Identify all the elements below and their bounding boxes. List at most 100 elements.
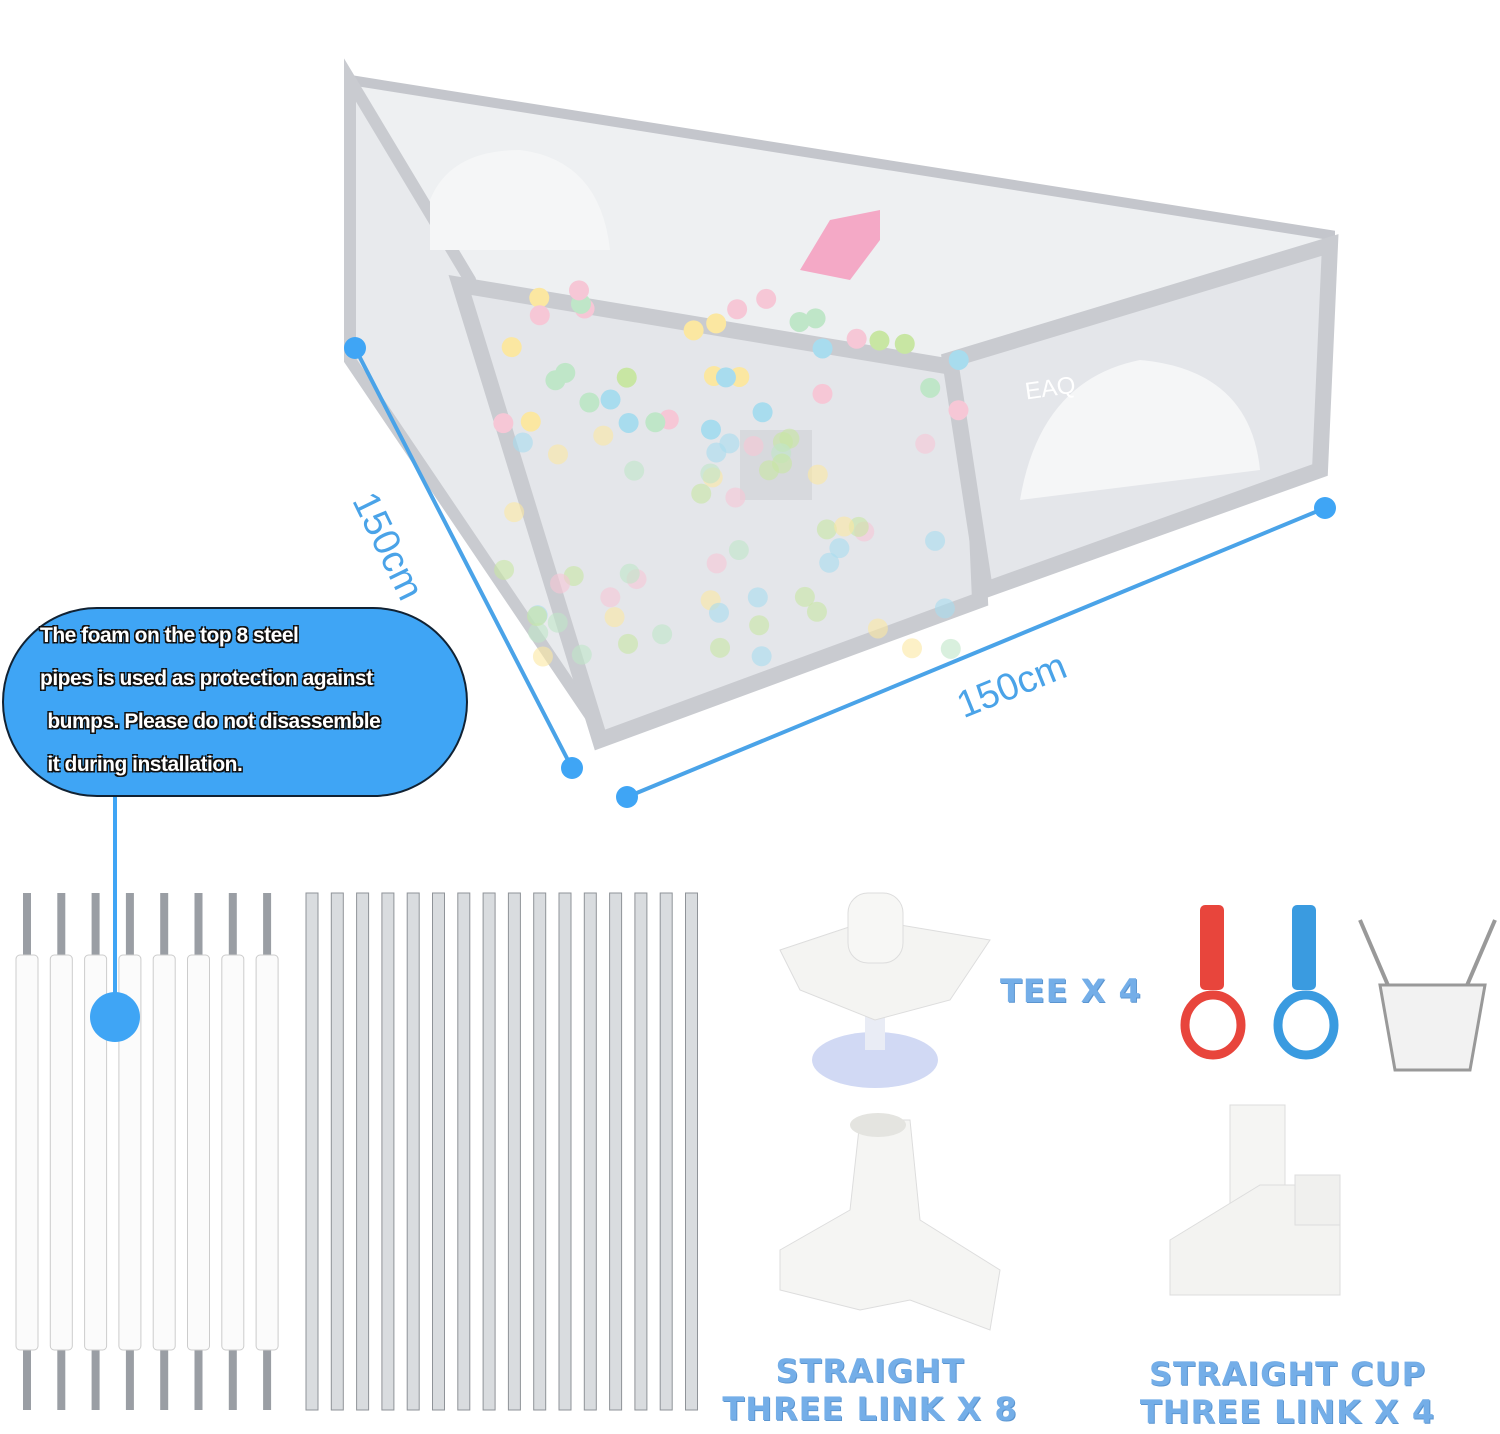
ball [807,464,828,485]
ball [812,383,833,404]
ball [547,444,568,465]
ball [520,411,541,432]
ball [948,400,969,421]
ball [652,624,673,645]
steel-pipe [381,892,395,1411]
foam-covered-pipe [49,954,73,1351]
ball [867,618,888,639]
ball [812,338,833,359]
ball [915,433,936,454]
ball [725,487,746,508]
ball [683,320,704,341]
straight-cup-three-link-label: STRAIGHT CUP THREE LINK X 4 [1115,1355,1460,1431]
ball [834,516,855,537]
ball [618,633,639,654]
foam-covered-pipe [15,954,39,1351]
ball [616,367,637,388]
steel-pipe [533,892,547,1411]
ball [728,540,749,561]
ball [749,615,770,636]
ball [532,646,553,667]
ball [719,433,740,454]
ball [494,559,515,580]
basket [1358,919,1497,1072]
foam-covered-pipe [152,954,176,1351]
ball [751,646,772,667]
label-line: STRAIGHT CUP [1148,1355,1427,1393]
ball [925,530,946,551]
straight-cup-three-link-connector [1169,1104,1341,1296]
steel-pipe [685,892,698,1411]
ball [624,460,645,481]
ball [920,377,941,398]
ball [709,602,730,623]
ball [493,413,514,434]
ball [771,453,792,474]
ball [794,586,815,607]
ball [600,389,621,410]
blue-pull-ring [1273,905,1339,1060]
ball [816,519,837,540]
label-line: THREE LINK X 4 [1139,1393,1436,1431]
note-line: bumps. Please do not disassemble [42,710,381,733]
ball [547,612,568,633]
note-line: The foam on the top 8 steel [40,624,299,647]
steel-pipe [457,892,471,1411]
foam-covered-pipe [84,954,108,1351]
pipes-group [15,892,698,1411]
dimension-dot [344,337,366,359]
ball [645,412,666,433]
ball [569,280,589,301]
ball [706,313,727,334]
steel-pipe [356,892,370,1411]
ball [691,483,712,504]
ball [604,607,625,628]
callout-dot [90,992,140,1042]
ball [529,287,550,308]
ball [727,299,748,320]
ball [829,538,850,559]
straight-three-link-label: STRAIGHT THREE LINK X 8 [700,1352,1040,1428]
steel-pipe [330,892,344,1411]
ball [710,637,731,658]
ball [600,587,621,608]
ball [806,601,827,622]
ball [805,308,826,329]
ball [846,328,867,349]
ball [819,552,840,573]
depth-dimension-line [353,347,574,769]
note-line: it during installation. [42,753,243,776]
ball [752,402,773,423]
steel-pipe [634,892,648,1411]
steel-pipe [432,892,445,1411]
red-pull-ring [1180,905,1246,1060]
steel-pipe [305,892,319,1411]
ball [715,367,736,388]
foam-covered-pipe [255,954,279,1351]
tee-label: TEE X 4 [1000,972,1142,1010]
steel-pipe [507,892,521,1411]
ball [700,463,721,484]
ball [902,638,923,659]
ball [747,587,768,608]
ball [869,330,890,351]
ball-pit-balls [493,280,969,667]
steel-pipe [609,892,623,1411]
ball [619,563,640,584]
ball [848,516,869,537]
ball [571,644,592,665]
dimension-dot [616,786,638,808]
steel-pipe [406,892,420,1411]
ball [789,311,810,332]
ball [948,349,969,370]
ball [894,333,915,354]
label-line: THREE LINK X 8 [722,1390,1018,1428]
ball [579,392,600,413]
ball [756,288,777,309]
ball [779,428,800,449]
ball [593,425,614,446]
ball [618,412,639,433]
foam-covered-pipe [118,954,142,1351]
label-line: STRAIGHT [775,1352,965,1390]
